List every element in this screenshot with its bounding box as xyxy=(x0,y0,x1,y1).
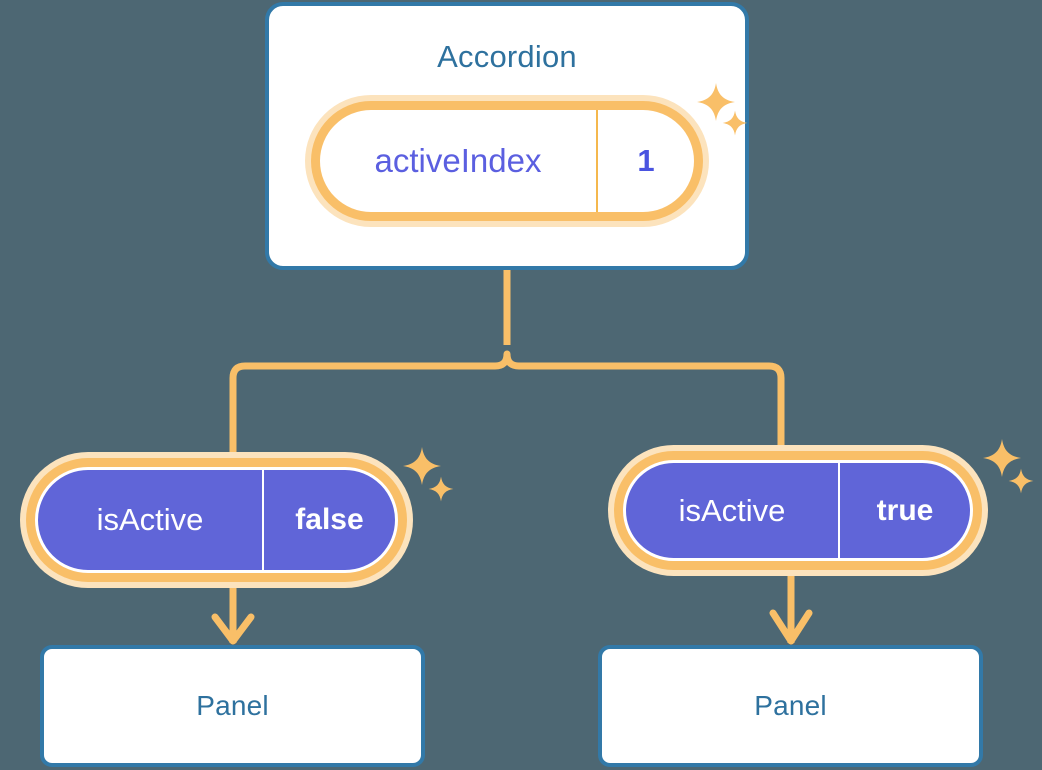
state-pill-active-index[interactable]: activeIndex 1 xyxy=(305,95,709,227)
state-value-active-index: 1 xyxy=(637,143,655,178)
pill-body: activeIndex 1 xyxy=(320,110,694,212)
state-pill-is-active-false[interactable]: isActive false xyxy=(20,452,413,588)
state-key-is-active-left: isActive xyxy=(38,470,264,570)
sparkle-icon-small xyxy=(1008,468,1034,494)
pill-ring: activeIndex 1 xyxy=(311,101,703,221)
pill-body: isActive false xyxy=(35,467,398,573)
panel-title-right: Panel xyxy=(754,690,827,721)
arrow-down-icon-right xyxy=(769,609,813,645)
sparkle-group-left xyxy=(400,440,470,510)
sparkle-icon-large xyxy=(983,439,1021,477)
arrow-down-icon-left xyxy=(211,613,255,645)
sparkle-group-right xyxy=(982,432,1042,502)
fork-connector xyxy=(229,350,785,456)
pill-ring: isActive false xyxy=(26,458,407,582)
state-value-is-active-left: false xyxy=(295,503,364,536)
accordion-title: Accordion xyxy=(437,39,577,74)
state-key-is-active-right: isActive xyxy=(626,463,840,558)
pill-ring: isActive true xyxy=(614,451,982,570)
state-value-is-active-right: true xyxy=(876,493,934,527)
sparkle-icon-large xyxy=(403,447,441,485)
state-key-active-index: activeIndex xyxy=(320,110,598,212)
state-pill-is-active-true[interactable]: isActive true xyxy=(608,445,988,576)
panel-title-left: Panel xyxy=(196,690,269,721)
sparkle-icon-small xyxy=(428,476,454,502)
panel-component-card-left[interactable]: Panel xyxy=(40,645,425,767)
pill-body: isActive true xyxy=(623,460,973,561)
panel-component-card-right[interactable]: Panel xyxy=(598,645,983,767)
